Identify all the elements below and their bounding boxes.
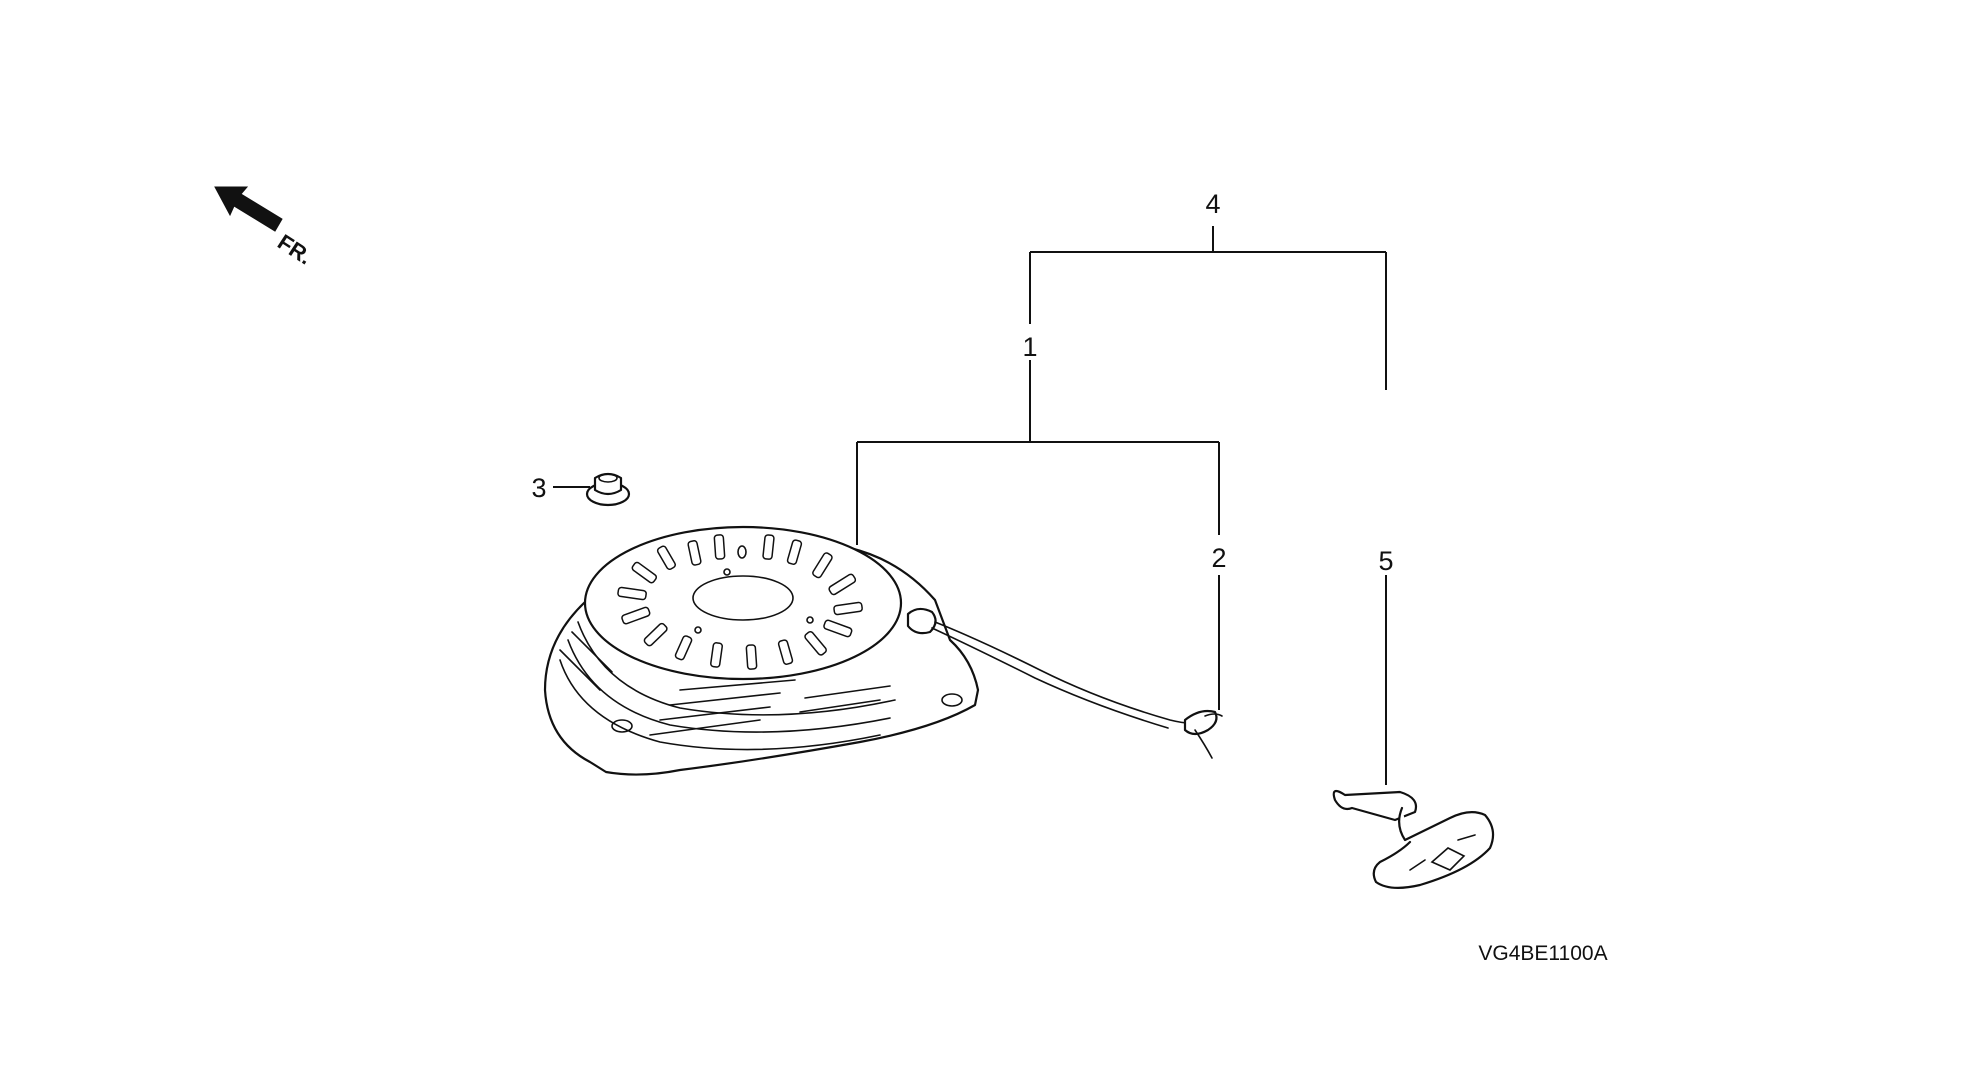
diagram-code: VG4BE1100A [1478,942,1607,965]
flange-nut-icon [585,472,631,507]
front-direction-arrow-icon: FR. [214,186,317,270]
callout-1: 1 [1022,332,1037,362]
starter-grip-icon [1332,789,1495,889]
starter-rope-icon [931,621,1223,759]
recoil-starter-icon [543,525,980,776]
callout-3: 3 [531,473,546,503]
cover-vent-slots [617,534,863,670]
callout-4: 4 [1205,189,1220,219]
callout-leaders [553,226,1387,785]
callout-5: 5 [1378,546,1393,576]
callout-2: 2 [1211,543,1226,573]
front-direction-label: FR. [273,229,316,269]
